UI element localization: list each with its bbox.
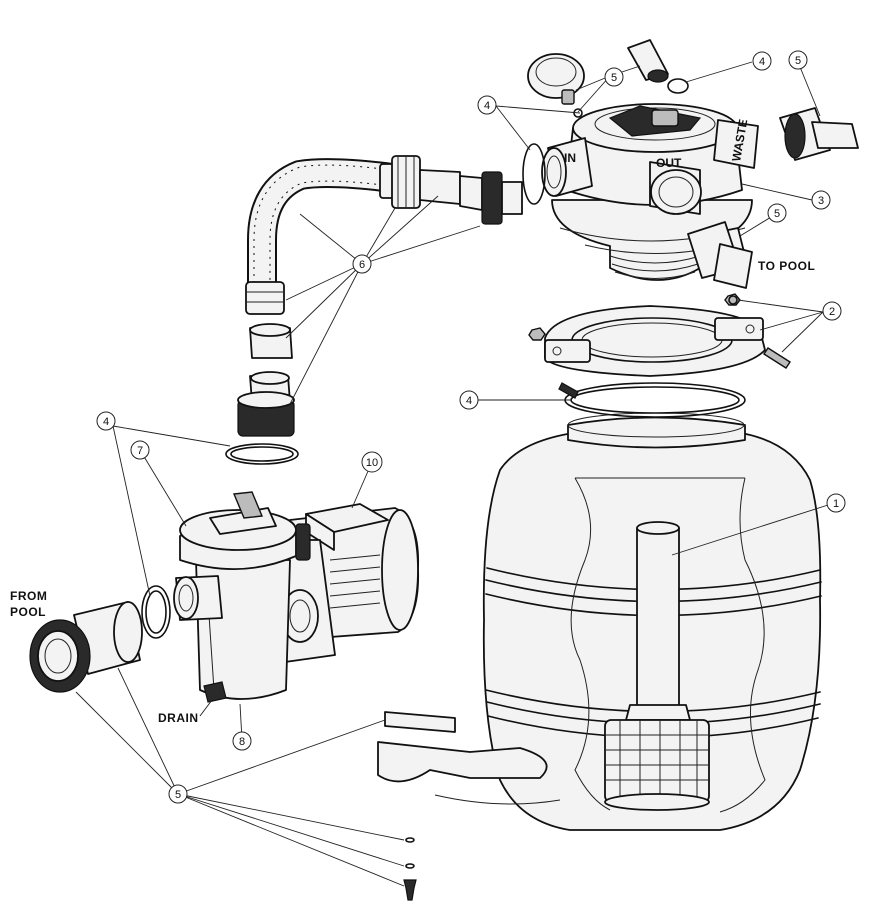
svg-text:2: 2 bbox=[829, 306, 835, 318]
clamp-bolt bbox=[558, 347, 791, 399]
to-pool-fitting bbox=[687, 221, 753, 289]
callout-4-tank: 4 bbox=[459, 390, 479, 410]
callout-7: 7 bbox=[130, 440, 150, 460]
filter-tank bbox=[377, 412, 822, 831]
valve-in-o-ring bbox=[522, 143, 546, 205]
waste-fitting bbox=[627, 39, 669, 83]
flange-clamp bbox=[544, 305, 766, 377]
svg-text:1: 1 bbox=[833, 498, 839, 510]
svg-text:5: 5 bbox=[774, 208, 780, 220]
drain-label: DRAIN bbox=[158, 711, 199, 725]
from-pool-label-line1: FROM bbox=[10, 589, 47, 603]
svg-text:6: 6 bbox=[359, 259, 365, 271]
callout-4-valve-gauge: 4 bbox=[752, 51, 772, 71]
to-pool-label: TO POOL bbox=[758, 259, 815, 273]
svg-text:8: 8 bbox=[239, 736, 245, 748]
callout-10: 10 bbox=[361, 451, 383, 473]
hose-o-ring bbox=[225, 443, 299, 465]
motor-fins bbox=[329, 554, 381, 609]
svg-text:10: 10 bbox=[366, 457, 378, 469]
callout-8: 8 bbox=[232, 731, 252, 751]
strainer-lid bbox=[179, 491, 311, 570]
callout-2: 2 bbox=[822, 301, 842, 321]
callout-5-to-pool: 5 bbox=[767, 203, 787, 223]
callout-6: 6 bbox=[352, 254, 372, 274]
svg-text:4: 4 bbox=[466, 395, 472, 407]
in-port-label: IN bbox=[564, 151, 576, 165]
callout-3: 3 bbox=[811, 190, 831, 210]
pressure-gauge bbox=[527, 53, 585, 105]
svg-text:5: 5 bbox=[175, 789, 181, 801]
callout-5-right: 5 bbox=[788, 50, 808, 70]
base-plate bbox=[384, 711, 456, 733]
drain-leader bbox=[199, 699, 213, 717]
flexible-hose bbox=[247, 158, 407, 297]
base-screws bbox=[403, 837, 417, 901]
svg-text:5: 5 bbox=[611, 72, 617, 84]
callout-4-valve-in: 4 bbox=[477, 95, 497, 115]
out-port-label: OUT bbox=[656, 156, 682, 170]
svg-text:4: 4 bbox=[759, 56, 765, 68]
callout-5-top: 5 bbox=[604, 67, 624, 87]
callout-5-bottom: 5 bbox=[168, 784, 188, 804]
svg-text:3: 3 bbox=[818, 195, 824, 207]
svg-text:7: 7 bbox=[137, 445, 143, 457]
svg-text:4: 4 bbox=[484, 100, 490, 112]
callout-4-pump: 4 bbox=[96, 411, 116, 431]
from-pool-label-line2: POOL bbox=[10, 605, 46, 619]
drain-plug bbox=[203, 681, 227, 703]
hose-union-bottom bbox=[237, 281, 295, 437]
small-seal bbox=[573, 108, 738, 305]
pool-return-fitting bbox=[779, 107, 859, 161]
from-pool-union bbox=[29, 601, 143, 693]
multiport-valve bbox=[541, 103, 759, 281]
hose-union-top bbox=[379, 155, 523, 225]
callout-1: 1 bbox=[826, 493, 846, 513]
svg-text:5: 5 bbox=[795, 55, 801, 67]
tank-o-ring bbox=[564, 382, 746, 418]
pump-inlet-port bbox=[173, 575, 223, 621]
svg-text:4: 4 bbox=[103, 416, 109, 428]
pump-inlet-o-ring bbox=[141, 585, 171, 639]
lateral-hub-ribs bbox=[605, 720, 709, 802]
gauge-o-ring bbox=[667, 78, 689, 94]
